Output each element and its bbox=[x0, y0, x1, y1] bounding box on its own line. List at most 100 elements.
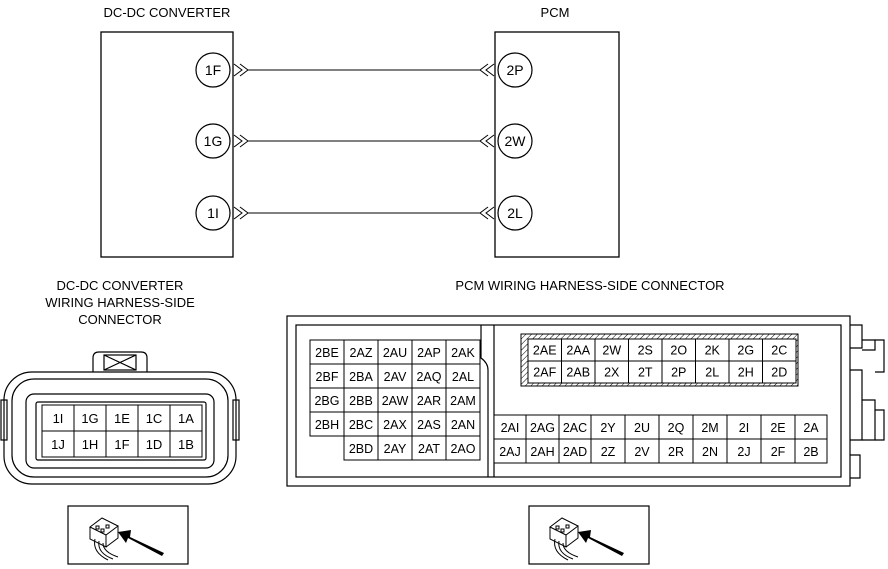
terminal-label: 2AP bbox=[417, 346, 441, 360]
terminal-label: 2AD bbox=[563, 445, 587, 459]
terminal-label: 2Q bbox=[668, 421, 685, 435]
wire-row: 1F 2P bbox=[195, 52, 533, 88]
terminal-label: 2AL bbox=[452, 370, 474, 384]
terminal-cell bbox=[445, 387, 481, 413]
terminal-label: 2AZ bbox=[350, 346, 373, 360]
terminal-cell bbox=[445, 363, 481, 389]
terminal-label: 1F bbox=[114, 437, 129, 452]
terminal-cell bbox=[558, 438, 592, 464]
pcm-connector-view-icon-box bbox=[528, 505, 650, 565]
terminal-label: 2BB bbox=[349, 394, 373, 408]
terminal-label: 2BF bbox=[316, 370, 339, 384]
connector-arrow-icon bbox=[233, 206, 249, 220]
terminal-label: 1F bbox=[205, 62, 221, 78]
wire-row: 1G 2W bbox=[195, 123, 533, 159]
pcm-connector-housing bbox=[286, 315, 885, 487]
connector-arrow-icon bbox=[233, 63, 249, 77]
terminal-label: 2AO bbox=[450, 442, 475, 456]
terminal-label: 2C bbox=[771, 343, 787, 357]
pcm-connector-title: PCM WIRING HARNESS-SIDE CONNECTOR bbox=[455, 278, 724, 293]
terminal-cell bbox=[726, 438, 762, 464]
terminal-label: 2K bbox=[705, 343, 721, 357]
dcdc-connector-title-3: CONNECTOR bbox=[78, 312, 162, 327]
terminal-label: 2J bbox=[737, 445, 750, 459]
terminal-cell bbox=[309, 339, 345, 365]
terminal-cell bbox=[525, 438, 560, 464]
terminal-cell bbox=[411, 411, 447, 437]
terminal-label: 2AG bbox=[530, 421, 555, 435]
terminal-label: 2AJ bbox=[499, 445, 521, 459]
terminal-cell bbox=[624, 438, 660, 464]
terminal-label: 2E bbox=[770, 421, 785, 435]
terminal-label: 2W bbox=[505, 133, 527, 149]
terminal-cell bbox=[525, 414, 560, 440]
terminal-label: 1E bbox=[114, 411, 130, 426]
terminal-cell bbox=[590, 414, 626, 440]
terminal-label: 2H bbox=[738, 365, 754, 379]
terminal-label: 1G bbox=[204, 133, 223, 149]
terminal-label: 2AV bbox=[384, 370, 407, 384]
pcm-box bbox=[494, 31, 620, 258]
terminal-label: 2V bbox=[634, 445, 650, 459]
terminal-label: 1B bbox=[178, 437, 194, 452]
terminal-cell bbox=[309, 363, 345, 389]
terminal-label: 2T bbox=[638, 365, 653, 379]
terminal-label: 2BC bbox=[349, 418, 373, 432]
terminal-label: 2BE bbox=[315, 346, 339, 360]
terminal-label: 1I bbox=[53, 411, 64, 426]
terminal-cell bbox=[169, 430, 203, 458]
terminal-cell bbox=[445, 435, 481, 461]
terminal-label: 1I bbox=[207, 205, 219, 221]
terminal-cell bbox=[445, 411, 481, 437]
arrow-icon bbox=[118, 530, 164, 556]
dcdc-connector-section: DC-DC CONVERTER WIRING HARNESS-SIDE CONN… bbox=[0, 278, 240, 565]
terminal-label: 2BA bbox=[349, 370, 373, 384]
terminal-label: 2AI bbox=[501, 421, 520, 435]
arrow-icon bbox=[578, 530, 624, 556]
terminal-label: 2AH bbox=[530, 445, 554, 459]
terminal-label: 2P bbox=[506, 62, 523, 78]
dcdc-converter-box bbox=[100, 31, 234, 258]
terminal-label: 2D bbox=[771, 365, 787, 379]
terminal-label: 2AR bbox=[417, 394, 441, 408]
terminal-label: 2BG bbox=[314, 394, 339, 408]
terminal-label: 2AY bbox=[384, 442, 407, 456]
terminal-circle bbox=[195, 52, 231, 88]
terminal-label: 2AA bbox=[566, 343, 590, 357]
terminal-label: 2B bbox=[803, 445, 818, 459]
pcm-label: PCM bbox=[541, 5, 570, 20]
terminal-cell bbox=[762, 360, 797, 384]
terminal-cell bbox=[558, 414, 592, 440]
dcdc-connector-title-2: WIRING HARNESS-SIDE bbox=[45, 295, 195, 310]
terminal-label: 2AM bbox=[450, 394, 476, 408]
terminal-label: 2U bbox=[634, 421, 650, 435]
terminal-label: 2AQ bbox=[416, 370, 441, 384]
terminal-label: 2F bbox=[771, 445, 786, 459]
connector-arrow-icon bbox=[479, 134, 495, 148]
terminal-circle bbox=[195, 195, 231, 231]
terminal-label: 2G bbox=[737, 343, 754, 357]
terminal-label: 2AC bbox=[563, 421, 587, 435]
terminal-label: 1J bbox=[51, 437, 65, 452]
terminal-label: 1H bbox=[82, 437, 99, 452]
terminal-label: 2AW bbox=[382, 394, 409, 408]
terminal-label: 2AE bbox=[533, 343, 557, 357]
terminal-label: 1A bbox=[178, 411, 194, 426]
terminal-label: 2Z bbox=[601, 445, 616, 459]
terminal-circle bbox=[497, 123, 533, 159]
connector-arrow-icon bbox=[479, 63, 495, 77]
terminal-label: 2A bbox=[803, 421, 819, 435]
terminal-label: 2BH bbox=[315, 418, 339, 432]
dcdc-connector-title-1: DC-DC CONVERTER bbox=[57, 278, 184, 293]
terminal-label: 2AS bbox=[417, 418, 441, 432]
terminal-label: 2BD bbox=[349, 442, 373, 456]
terminal-label: 2AK bbox=[451, 346, 475, 360]
terminal-cell bbox=[411, 435, 447, 461]
terminal-label: 2AT bbox=[418, 442, 440, 456]
terminal-label: 2AX bbox=[383, 418, 407, 432]
terminal-cell bbox=[411, 339, 447, 365]
terminal-label: 2L bbox=[507, 205, 523, 221]
pcm-connector-section: PCM WIRING HARNESS-SIDE CONNECTOR 2BE 2AZ… bbox=[286, 278, 885, 565]
terminal-label: 2P bbox=[671, 365, 686, 379]
terminal-label: 2L bbox=[705, 365, 719, 379]
